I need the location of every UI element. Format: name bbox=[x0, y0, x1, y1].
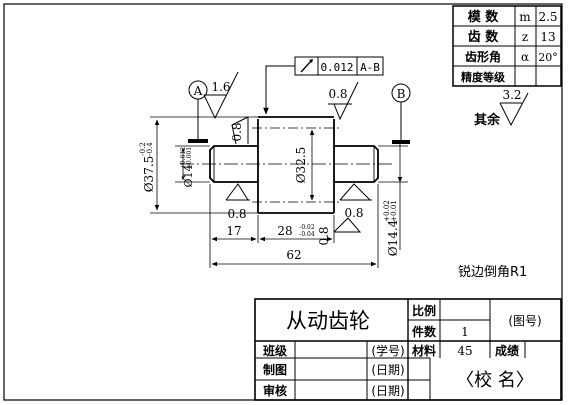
datum-b-letter: B bbox=[397, 87, 406, 101]
grade-label: 成绩 bbox=[495, 343, 519, 358]
runout-icon bbox=[300, 59, 313, 73]
roughness-top-right: 0.8 bbox=[328, 81, 359, 121]
student-number: (学号) bbox=[371, 343, 404, 358]
qty-label: 件数 bbox=[412, 324, 437, 339]
dim-pitch-dia: Ø32.5 bbox=[294, 147, 308, 184]
part-name: 从动齿轮 bbox=[286, 309, 370, 333]
drawn-date: (日期) bbox=[371, 363, 404, 377]
roughness-left-top: 1.6 bbox=[203, 71, 239, 120]
dim-left-shaft-dia: Ø14 bbox=[182, 164, 195, 187]
part-outline bbox=[209, 116, 379, 214]
roughness-left-shaft-top: 0.8 bbox=[230, 116, 249, 145]
tolerance-frame: 0.012 A-B bbox=[263, 56, 384, 115]
material-value: 45 bbox=[457, 344, 472, 358]
tolerance-datum-ref: A-B bbox=[360, 61, 380, 74]
dim-right-shaft-tol-upper: +0.02 bbox=[383, 200, 391, 221]
param-label-teeth: 齿 数 bbox=[468, 29, 500, 45]
dim-outer-dia-tol-upper: -0.2 bbox=[139, 142, 147, 156]
roughness-top-right-value: 0.8 bbox=[328, 87, 347, 101]
param-symbol-module: m bbox=[519, 10, 531, 24]
dim-gear-width: 28 bbox=[277, 224, 292, 238]
roughness-left-shaft-bottom: 0.8 bbox=[225, 183, 250, 221]
drawn-label: 制图 bbox=[263, 362, 287, 377]
param-label-pressure-angle: 齿形角 bbox=[465, 49, 501, 64]
roughness-right-shaft-bottom: 0.8 bbox=[339, 183, 372, 220]
dim-outer-dia: Ø37.5 bbox=[142, 156, 156, 193]
datum-a-letter: A bbox=[193, 84, 203, 98]
param-value-teeth: 13 bbox=[540, 30, 555, 44]
roughness-right-side: 0.8 bbox=[317, 217, 362, 246]
dim-gear-width-tol-upper: -0.02 bbox=[299, 224, 315, 231]
roughness-left-shaft-top-value: 0.8 bbox=[230, 122, 244, 141]
roughness-right-side-value: 0.8 bbox=[317, 226, 331, 245]
title-block bbox=[254, 298, 562, 401]
roughness-other-value: 3.2 bbox=[502, 88, 521, 102]
param-value-pressure-angle: 20° bbox=[538, 51, 558, 64]
roughness-other: 其余 3.2 bbox=[474, 88, 529, 128]
roughness-left-shaft-bottom-value: 0.8 bbox=[227, 207, 246, 221]
param-symbol-pressure-angle: α bbox=[521, 50, 529, 64]
dim-right-shaft-dia: Ø14.4 bbox=[386, 219, 400, 256]
datum-b: B bbox=[391, 83, 411, 144]
param-label-module: 模 数 bbox=[468, 9, 500, 25]
school-name: 〈校 名〉 bbox=[456, 370, 534, 391]
dim-left-shaft-tol-upper: +0.012 bbox=[180, 147, 187, 169]
dimensions bbox=[150, 116, 408, 268]
roughness-other-label: 其余 bbox=[474, 112, 501, 128]
dim-outer-dia-tol-lower: -0.4 bbox=[146, 142, 154, 156]
dim-total-length: 62 bbox=[286, 248, 301, 262]
param-symbol-teeth: z bbox=[522, 30, 528, 44]
roughness-left-top-value: 1.6 bbox=[211, 80, 230, 94]
tolerance-value: 0.012 bbox=[320, 61, 353, 74]
param-value-module: 2.5 bbox=[538, 10, 557, 24]
check-label: 审核 bbox=[263, 383, 287, 398]
param-table: 模 数 m 2.5 齿 数 z 13 齿形角 α 20° 精度等级 bbox=[452, 5, 562, 87]
roughness-right-shaft-bottom-value: 0.8 bbox=[344, 206, 363, 220]
qty-value: 1 bbox=[461, 325, 469, 339]
class-label: 班级 bbox=[263, 343, 287, 358]
datum-a: A bbox=[188, 80, 208, 143]
chamfer-note: 锐边倒角R1 bbox=[458, 265, 527, 280]
dim-gear-width-tol-lower: -0.04 bbox=[299, 231, 315, 238]
param-label-accuracy: 精度等级 bbox=[461, 70, 506, 84]
scale-label: 比例 bbox=[412, 303, 436, 318]
dim-right-shaft-tol-lower: +0.01 bbox=[390, 200, 398, 221]
drawing-number: (图号) bbox=[508, 314, 541, 328]
dim-left-shaft-tol-lower: +0.001 bbox=[186, 147, 193, 169]
check-date: (日期) bbox=[371, 384, 404, 398]
dim-left-length: 17 bbox=[226, 224, 241, 238]
material-label: 材料 bbox=[411, 343, 436, 358]
